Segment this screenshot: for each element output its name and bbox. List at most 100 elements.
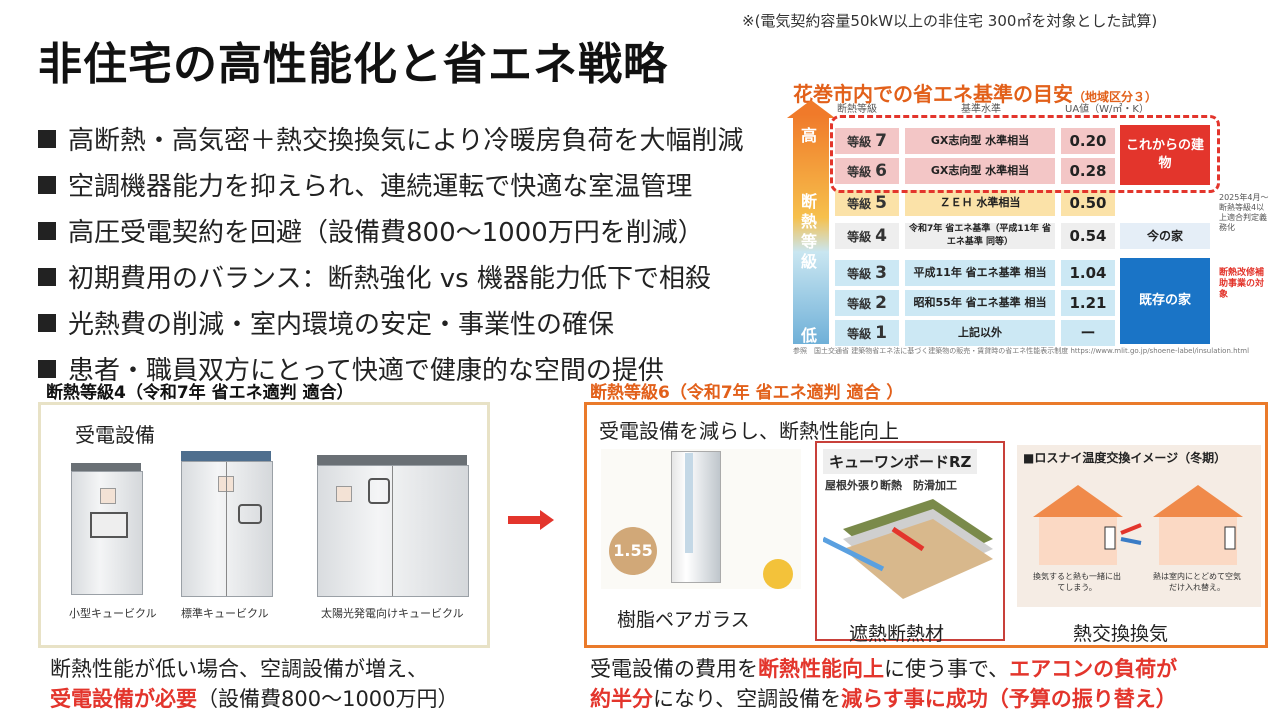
left-summary: 断熱性能が低い場合、空調設備が増え、 受電設備が必要（設備費800〜1000万円… [50,654,459,714]
resin-window-image: 1.55 [601,449,801,589]
existing-house-label: 既存の家 [1120,258,1210,344]
bullet-text: 高断熱・高気密＋熱交換換気により冷暖房負荷を大幅削減 [68,126,744,156]
warning-sticker-icon [336,486,352,502]
standard-cell: 令和7年 省エネ基準（平成11年 省エネ基準 同等） [905,223,1055,249]
window-panel [368,478,390,504]
insulation-subtitle: 屋根外張り断熱 防滑加工 [825,479,957,492]
cabinet-label: 標準キュービクル [181,607,269,620]
standard-cubicle-image [181,461,273,597]
left-summary-rest: （設備費800〜1000万円） [197,687,459,711]
grade-prefix: 等級 [847,230,872,244]
mandate-note-text: 2025年4月〜断熱等級4以上適合判定義務化 [1219,193,1269,232]
right-summary-line1: 受電設備の費用を断熱性能向上に使う事で、エアコンの負荷が [590,654,1177,684]
heat-exchange-left-note: 換気すると熱も一緒に出てしまう。 [1033,572,1121,592]
right-summary-text: 受電設備の費用を [590,657,758,681]
right-summary-highlight: エアコンの負荷が [1009,657,1178,681]
mandate-note: 2025年4月〜断熱等級4以上適合判定義務化 [1219,193,1271,233]
up-arrow-icon [787,100,835,118]
grade-prefix: 等級 [847,197,872,211]
bullet-text: 初期費用のバランス：断熱強化 vs 機器能力低下で相殺 [68,264,711,294]
insulation-caption: 遮熱断熱材 [849,623,945,645]
cabinet-label: 小型キュービクル [69,607,157,620]
right-arrow-icon [540,510,554,530]
header-grade: 断熱等級 [837,104,877,115]
cabinet-label: 太陽光発電向けキュービクル [321,607,464,620]
window-panel [238,504,262,524]
subsidy-note-text: 断熱改修補助事業の対象 [1219,268,1265,300]
footnote: ※(電気契約容量50kW以上の非住宅 300㎡を対象とした試算) [742,12,1158,30]
right-summary-line2: 約半分になり、空調設備を減らす事に成功（予算の振り替え） [590,684,1177,714]
standard-cell: GX志向型 水準相当 [905,128,1055,154]
vertical-label: 断 [801,192,818,211]
standards-title-text: 花巻市内での省エネ基準の目安 [793,82,1073,106]
cabinet-roof [71,463,141,471]
cabinet-roof [317,455,467,465]
bullet-square-icon [38,175,56,194]
right-summary-highlight: 断熱性能向上 [758,657,884,681]
grade-prefix: 等級 [847,135,872,149]
insulation-standards-chart: 花巻市内での省エネ基準の目安（地域区分３） 断熱等級 基準水準 UA値（W/㎡・… [785,78,1275,356]
grade-number: 2 [875,293,887,313]
grade-number: 3 [875,263,887,283]
bullet-item: 空調機器能力を抑えられ、連続運転で快適な室温管理 [38,164,778,210]
standard-cell: 昭和55年 省エネ基準 相当 [905,290,1055,316]
right-panel: 受電設備を減らし、断熱性能向上 1.55 樹脂ペアガラス キューワンボードRZ … [584,402,1268,648]
bullet-square-icon [38,359,56,378]
vertical-label: 等 [801,232,818,251]
bullet-square-icon [38,313,56,332]
bullet-text: 高圧受電契約を回避（設備費800〜1000万円を削減） [68,218,704,248]
award-badge-icon [763,559,793,589]
grade-number: 1 [875,323,887,343]
insulation-logo: キューワンボードRZ [823,449,978,474]
ua-value-cell: 0.20 [1061,128,1115,154]
standards-region: （地域区分３） [1073,90,1158,104]
bullet-item: 初期費用のバランス：断熱強化 vs 機器能力低下で相殺 [38,256,778,302]
subsidy-note: 断熱改修補助事業の対象 [1219,268,1269,301]
door-seam [226,462,227,596]
standards-title: 花巻市内での省エネ基準の目安（地域区分３） [793,78,1157,107]
window-caption: 樹脂ペアガラス [617,609,750,631]
left-summary-highlight: 受電設備が必要 [50,687,197,711]
grade-number: 7 [875,131,887,151]
right-summary-text: になり、空調設備を [653,687,842,711]
window-panel [90,512,128,538]
bullet-square-icon [38,129,56,148]
heat-exchange-caption: 熱交換換気 [1073,623,1169,645]
current-house-label: 今の家 [1120,223,1210,249]
vertical-label: 高 [801,126,818,145]
vertical-label: 低 [801,326,818,345]
grade-prefix: 等級 [847,297,872,311]
right-panel-heading: 断熱等級6（令和7年 省エネ適判 適合 ） [590,383,904,403]
bullet-item: 患者・職員双方にとって快適で健康的な空間の提供 [38,348,778,394]
grade-number: 5 [875,193,887,213]
ua-value-cell: 0.50 [1061,190,1115,216]
bullet-text: 空調機器能力を抑えられ、連続運転で快適な室温管理 [68,172,693,202]
bullet-square-icon [38,221,56,240]
standard-cell: 上記以外 [905,320,1055,346]
heat-exchange-right-note: 熱は室内にとどめて空気だけ入れ替え。 [1153,572,1241,592]
vertical-label: 級 [801,252,818,271]
bullet-text: 光熱費の削減・室内環境の安定・事業性の確保 [68,310,615,340]
ua-value-cell: 0.28 [1061,158,1115,184]
bullet-item: 高圧受電契約を回避（設備費800〜1000万円を削減） [38,210,778,256]
window-frame [671,451,721,583]
bullet-square-icon [38,267,56,286]
heat-exchange-title: ■ロスナイ温度交換イメージ（冬期） [1023,451,1227,465]
ua-value-cell: 1.21 [1061,290,1115,316]
grade-number: 6 [875,161,887,181]
right-summary: 受電設備の費用を断熱性能向上に使う事で、エアコンの負荷が 約半分になり、空調設備… [590,654,1177,714]
grade-number: 4 [875,226,887,246]
small-cubicle-image [71,471,143,595]
arrow-shaft [508,516,544,524]
ua-value-cell: ー [1061,320,1115,346]
grade-gradient-bar [793,114,829,344]
left-summary-line2: 受電設備が必要（設備費800〜1000万円） [50,684,459,714]
standard-cell: GX志向型 水準相当 [905,158,1055,184]
right-summary-text: に使う事で、 [884,657,1010,681]
house-illustration [1033,485,1243,565]
